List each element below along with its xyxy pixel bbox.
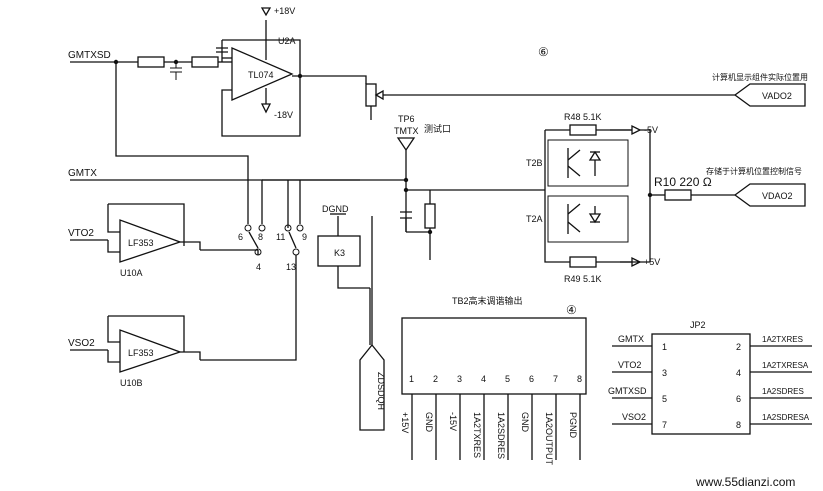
label-lf353a: LF353	[128, 238, 154, 248]
tb2-label: +15V	[400, 412, 410, 433]
jp2-right-pin: 2	[736, 342, 741, 352]
r49-resistor	[569, 256, 597, 268]
jp2-left-pin: 5	[662, 394, 667, 404]
lf353a-opamp	[119, 219, 182, 263]
label-u10a: U10A	[120, 268, 143, 278]
label-tb2-title: TB2高末调谐输出	[452, 295, 523, 306]
jp2-left-pin: 3	[662, 368, 667, 378]
label-dgnd: DGND	[322, 204, 349, 214]
tb2-pin: 2	[433, 374, 438, 384]
vado2-connector	[733, 83, 806, 107]
tb2-pin: 1	[409, 374, 414, 384]
label-k3: K3	[334, 248, 345, 258]
tb2-pin: 4	[481, 374, 486, 384]
zdsdqh-connector	[359, 343, 385, 431]
lf353b-section	[70, 315, 201, 373]
label-test-port: 测试口	[424, 123, 451, 134]
marker-six: ⑥	[538, 45, 549, 59]
transistor-block	[544, 124, 735, 268]
input-resistor-2	[191, 56, 219, 68]
label-jp2: JP2	[690, 320, 706, 330]
jp2-right-label: 1A2TXRES	[762, 335, 803, 344]
label-p18v: +18V	[274, 6, 295, 16]
watermark: www.55dianzi.com	[695, 475, 795, 489]
tl074-opamp	[231, 47, 294, 101]
gmtx-line	[70, 179, 360, 224]
tb2-terminal-block	[401, 317, 587, 460]
jp2-left-label: VSO2	[622, 412, 646, 422]
label-vto2: VTO2	[68, 228, 94, 239]
jp2-right-label: 1A2TXRESA	[762, 361, 809, 370]
relay-pin-13: 13	[286, 262, 296, 272]
tb2-label: 1A2SDRES	[496, 412, 506, 459]
jp2-right-pin: 4	[736, 368, 741, 378]
jp2-right-label: 1A2SDRESA	[762, 413, 810, 422]
main-bus	[430, 130, 546, 250]
label-u10b: U10B	[120, 378, 143, 388]
label-u2a: U2A	[278, 36, 296, 46]
label-tp6: TP6	[398, 114, 415, 124]
relay-contacts	[200, 179, 406, 361]
label-r10: R10 220 Ω	[654, 175, 712, 189]
jp2-left-label: VTO2	[618, 360, 641, 370]
potentiometer	[365, 83, 735, 120]
label-m5v: -5V	[644, 125, 658, 135]
jp2-left-pin: 1	[662, 342, 667, 352]
relay-pin-9: 9	[302, 232, 307, 242]
label-t2a: T2A	[526, 214, 543, 224]
marker-four: ④	[566, 303, 577, 317]
label-m18v: -18V	[274, 110, 293, 120]
relay-pin-4: 4	[256, 262, 261, 272]
label-vso2: VSO2	[68, 338, 95, 349]
label-gmtx: GMTX	[68, 168, 97, 179]
input-resistor-1	[137, 56, 165, 68]
relay-pin-8: 8	[258, 232, 263, 242]
label-lf353b: LF353	[128, 348, 154, 358]
jp2-left-label: GMTX	[618, 334, 644, 344]
relay-pin-6: 6	[238, 232, 243, 242]
tb2-label: -15V	[448, 412, 458, 431]
tb2-pin: 8	[577, 374, 582, 384]
jp2-right-pin: 8	[736, 420, 741, 430]
jp2-left-label: GMTXSD	[608, 386, 647, 396]
tb2-label: 1A2OUTPUT	[544, 412, 554, 466]
tb2-label: GND	[424, 412, 434, 433]
u2a-section	[70, 7, 367, 224]
tp6-testpoint	[396, 137, 436, 260]
label-r48: R48 5.1K	[564, 112, 602, 122]
label-p5v: +5V	[644, 257, 660, 267]
relay-pin-11: 11	[276, 232, 285, 242]
jp2-left-pin: 7	[662, 420, 667, 430]
label-vado2: VADO2	[762, 91, 792, 101]
tb2-pin: 7	[553, 374, 558, 384]
tb2-pin: 6	[529, 374, 534, 384]
k3-relay	[317, 213, 373, 345]
r10-resistor	[664, 189, 692, 201]
label-tl074: TL074	[248, 70, 274, 80]
label-t2b: T2B	[526, 158, 543, 168]
tb2-pin: 3	[457, 374, 462, 384]
r48-resistor	[569, 124, 597, 136]
tb2-label: PGND	[568, 412, 578, 439]
vdao2-connector	[733, 183, 806, 207]
label-tmtx: TMTX	[394, 126, 419, 136]
lf353b-opamp	[119, 329, 182, 373]
label-vdao2: VDAO2	[762, 191, 793, 201]
label-gmtxsd: GMTXSD	[68, 50, 111, 61]
tb2-label: 1A2TXRES	[472, 412, 482, 458]
label-vado2-desc: 计算机显示组件实际位置用	[712, 72, 808, 82]
label-zdsdqh: ZDSDQH	[376, 372, 386, 410]
lf353a-section	[70, 203, 201, 263]
jp2-right-pin: 6	[736, 394, 741, 404]
label-vdao2-desc: 存储于计算机位置控制信号	[706, 166, 802, 176]
tb2-pin: 5	[505, 374, 510, 384]
tb2-label: GND	[520, 412, 530, 433]
jp2-right-label: 1A2SDRES	[762, 387, 804, 396]
jp2-connector	[612, 333, 812, 435]
label-r49: R49 5.1K	[564, 274, 602, 284]
